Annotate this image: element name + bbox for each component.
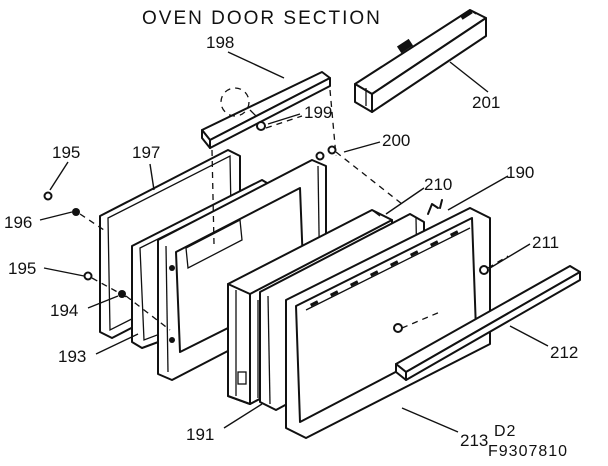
assembly-lines xyxy=(91,89,441,331)
label-195-lower: 195 xyxy=(8,259,36,278)
label-211: 211 xyxy=(532,233,559,252)
part-196-grommet xyxy=(72,208,105,231)
part-212-door-handle xyxy=(395,265,581,381)
label-199: 199 xyxy=(304,103,332,122)
label-201: 201 xyxy=(472,93,500,112)
part-198-top-trim xyxy=(201,71,331,149)
part-213-outer-door-panel xyxy=(285,207,491,439)
label-193: 193 xyxy=(58,347,86,366)
label-195-top: 195 xyxy=(52,143,80,162)
diagram-code-number: F9307810 xyxy=(488,443,568,460)
part-199-screw xyxy=(256,115,303,131)
part-195-screw-top xyxy=(43,191,53,201)
label-191: 191 xyxy=(186,425,214,444)
part-200-screws xyxy=(315,145,403,205)
part-195-screw-lower xyxy=(83,271,93,281)
part-201-vent-duct xyxy=(354,9,487,113)
label-212: 212 xyxy=(550,343,578,362)
leader-lines xyxy=(39,51,549,433)
label-213: 213 xyxy=(460,431,488,450)
label-190: 190 xyxy=(506,163,534,182)
label-196: 196 xyxy=(4,213,32,232)
label-194: 194 xyxy=(50,301,78,320)
label-210: 210 xyxy=(424,175,452,194)
part-211-screw xyxy=(479,255,509,275)
label-200: 200 xyxy=(382,131,410,150)
label-198: 198 xyxy=(206,33,234,52)
diagram-code-d2: D2 xyxy=(494,423,516,440)
part-190-clip xyxy=(427,199,443,215)
diagram-title: OVEN DOOR SECTION xyxy=(142,8,382,29)
label-197: 197 xyxy=(132,143,160,162)
